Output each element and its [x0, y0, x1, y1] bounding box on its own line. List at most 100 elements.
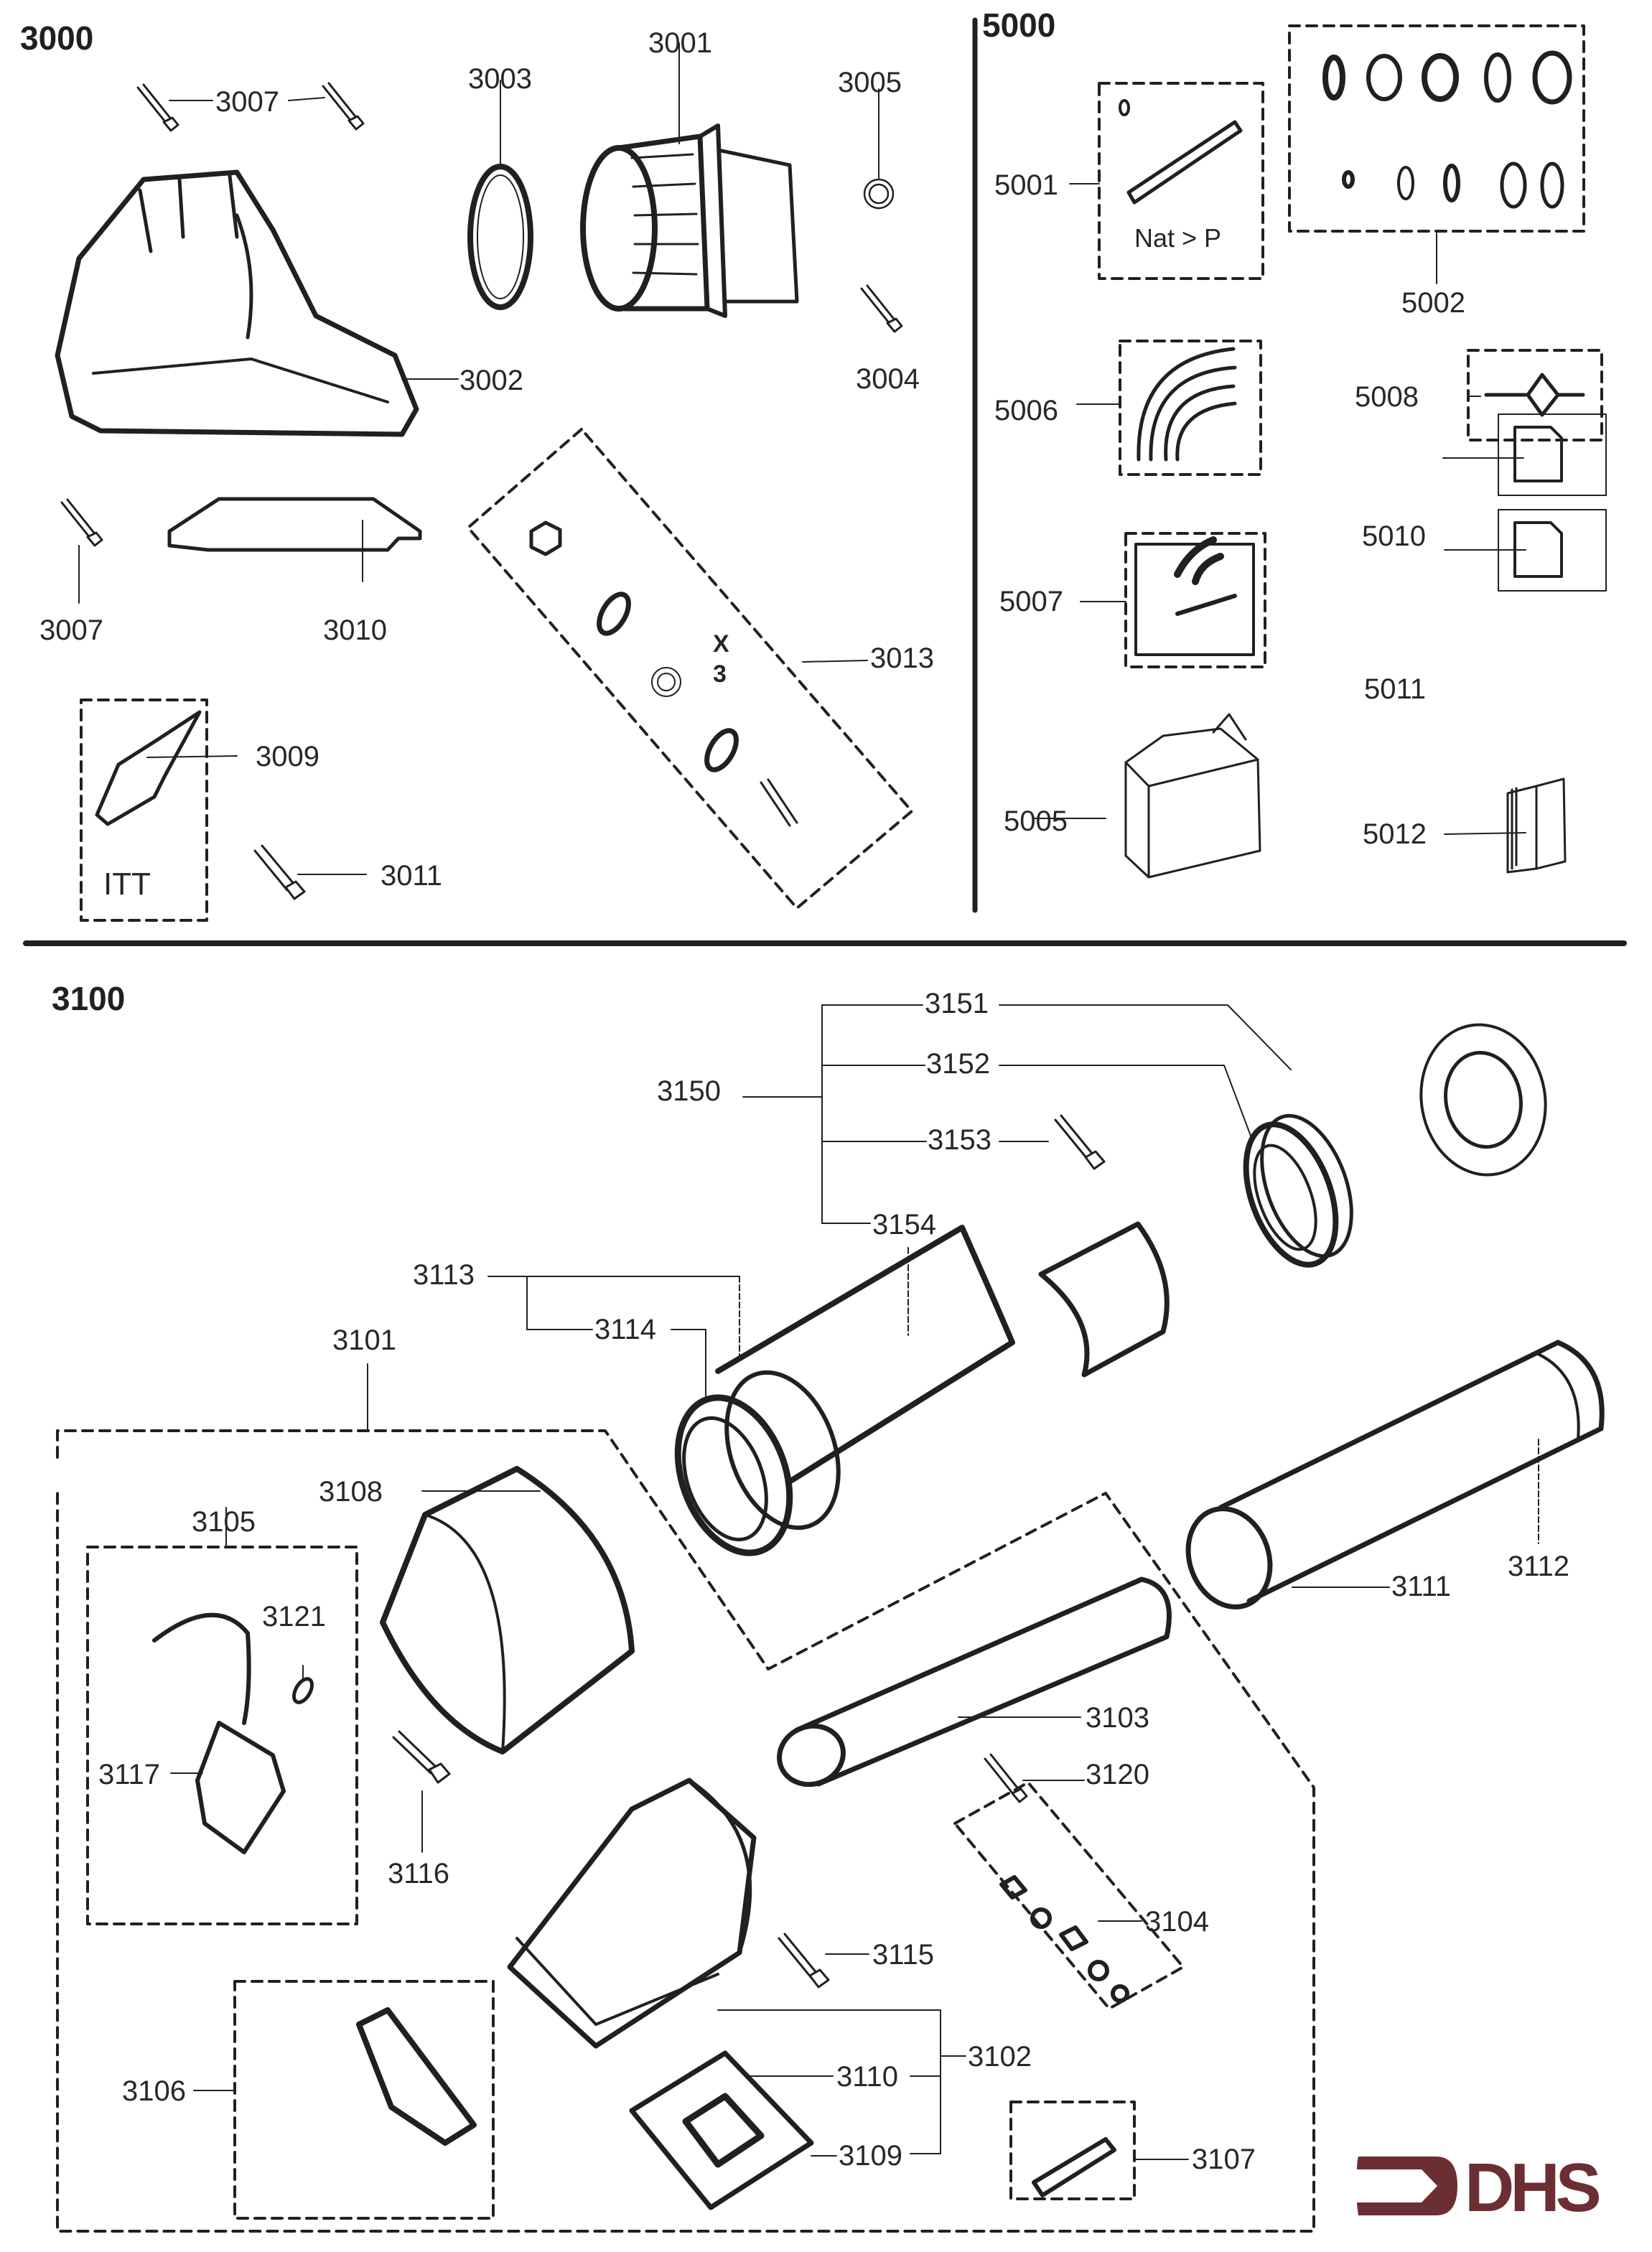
part-label-3102: 3102 [968, 2041, 1032, 2073]
part-label-3120: 3120 [1086, 1759, 1149, 1790]
leader-tree-3150 [742, 1004, 1292, 1336]
valve-box-5008 [1467, 349, 1603, 441]
part-label-5001: 5001 [994, 169, 1058, 201]
part-label-3001: 3001 [648, 27, 712, 59]
section-title-3100: 3100 [52, 980, 126, 1017]
part-label-3115: 3115 [872, 1939, 935, 1971]
valve-symbol-5008 [1484, 373, 1585, 417]
part-label-3116: 3116 [388, 1858, 450, 1889]
screw-3153 [1054, 1114, 1106, 1170]
part-label-3011: 3011 [381, 860, 443, 892]
part-label-3103: 3103 [1086, 1702, 1149, 1734]
section-title-3000: 3000 [20, 19, 94, 57]
quantity-3-label: 3 [713, 660, 727, 688]
part-label-5010: 5010 [1362, 520, 1426, 552]
part-label-3101: 3101 [332, 1324, 396, 1356]
leader-3009 [146, 755, 238, 758]
shipping-box-5005 [1124, 713, 1261, 879]
part-label-3110: 3110 [836, 2061, 899, 2093]
burner-housing-3002 [55, 169, 419, 437]
part-label-3104: 3104 [1145, 1906, 1209, 1938]
burner-tube-3103 [777, 1576, 1172, 1788]
part-label-3150: 3150 [657, 1075, 721, 1107]
part-label-3007-lower: 3007 [39, 615, 103, 646]
conversion-note: Nat > P [1134, 223, 1222, 253]
itt-brand-label: ITT [103, 866, 151, 902]
burner-head-3102 [507, 1777, 757, 2049]
screw-3007-right [322, 82, 365, 131]
part-label-3151: 3151 [925, 988, 989, 1019]
part-label-3153: 3153 [928, 1124, 991, 1156]
leader-3007b [288, 97, 325, 101]
assembly-outline-3101 [56, 1429, 1315, 2233]
pipe-gasket-3154 [1038, 1221, 1170, 1378]
electrode-3117 [152, 1612, 286, 1854]
screw-3116 [392, 1730, 451, 1784]
label-symbol-5007 [1174, 536, 1237, 616]
part-label-3117: 3117 [98, 1759, 161, 1790]
bracket-3009 [95, 710, 202, 826]
part-label-3121: 3121 [262, 1601, 326, 1632]
part-label-3154: 3154 [872, 1209, 936, 1241]
part-label-3113: 3113 [413, 1259, 475, 1291]
flue-pipe-3112 [1185, 1340, 1605, 1609]
part-label-3009: 3009 [256, 741, 319, 772]
gasket-ring-3003 [467, 164, 533, 310]
screw-3007-left [136, 83, 179, 132]
doc-frame-5010 [1498, 414, 1607, 496]
part-label-3109: 3109 [839, 2140, 902, 2172]
part-label-3007-top: 3007 [215, 86, 279, 118]
document-icon-5011 [1513, 521, 1563, 578]
toothed-washer-3005 [863, 178, 895, 210]
part-label-5006: 5006 [994, 395, 1058, 426]
leader-5012 [1444, 832, 1526, 835]
dhs-logo: DHS [1357, 2154, 1623, 2223]
inspection-kit-box-3106 [233, 1980, 495, 2220]
part-label-3003: 3003 [468, 63, 532, 95]
fan-motor-3001 [580, 123, 799, 318]
quantity-x-label: X [713, 630, 729, 658]
part-label-3010: 3010 [323, 615, 387, 646]
part-label-5005: 5005 [1004, 805, 1068, 837]
part-label-3106: 3106 [122, 2075, 186, 2107]
screw-3115 [778, 1933, 830, 1989]
screw-3011 [253, 844, 306, 900]
nozzle-holder-box-3107 [1009, 2101, 1136, 2200]
label-box-5007 [1124, 532, 1266, 668]
arrow-logo-icon [1357, 2157, 1457, 2215]
washer-3121 [292, 1677, 314, 1704]
screw-3120 [984, 1753, 1028, 1803]
part-label-3112: 3112 [1508, 1551, 1570, 1582]
electrode-kit-box-3105 [86, 1546, 358, 1925]
section-title-5000: 5000 [982, 6, 1056, 44]
part-label-3013: 3013 [870, 643, 934, 674]
dhs-logo-text: DHS [1465, 2149, 1602, 2226]
itt-bracket-box-3009 [80, 699, 208, 922]
orings-5002 [1322, 50, 1572, 209]
kit-box-5001 [1098, 82, 1264, 280]
leader-3113-3114 [487, 1276, 740, 1408]
gasket-3109-3110 [629, 2050, 814, 2210]
manuals-5012 [1506, 777, 1567, 874]
coupling-ring-3114 [674, 1370, 841, 1556]
hardware-kit-3013-outline [467, 428, 913, 910]
burner-cover-3108 [380, 1466, 635, 1755]
label-plate-5007 [1134, 543, 1255, 656]
part-label-3108: 3108 [319, 1476, 383, 1508]
part-label-3114: 3114 [594, 1314, 657, 1345]
part-label-5012: 5012 [1363, 818, 1427, 850]
nozzle-kit-box-3104 [953, 1781, 1185, 2010]
flat-washer-3151 [1419, 1023, 1547, 1177]
bracket-3010 [167, 497, 422, 552]
document-icon-5010 [1513, 426, 1563, 482]
part-label-3111: 3111 [1391, 1571, 1452, 1602]
flue-terminal-3152 [1243, 1113, 1353, 1268]
nozzle-kit-parts-3104 [999, 1875, 1129, 2003]
part-label-3107: 3107 [1192, 2144, 1256, 2175]
part-label-5011: 5011 [1364, 673, 1427, 705]
nozzle-holder-3107 [1032, 2137, 1116, 2197]
part-label-3152: 3152 [926, 1048, 990, 1080]
pipe-kit-box-5006 [1119, 340, 1262, 476]
leader-3102-tree [717, 2009, 966, 2157]
nozzle-strip-5001 [1126, 120, 1243, 205]
